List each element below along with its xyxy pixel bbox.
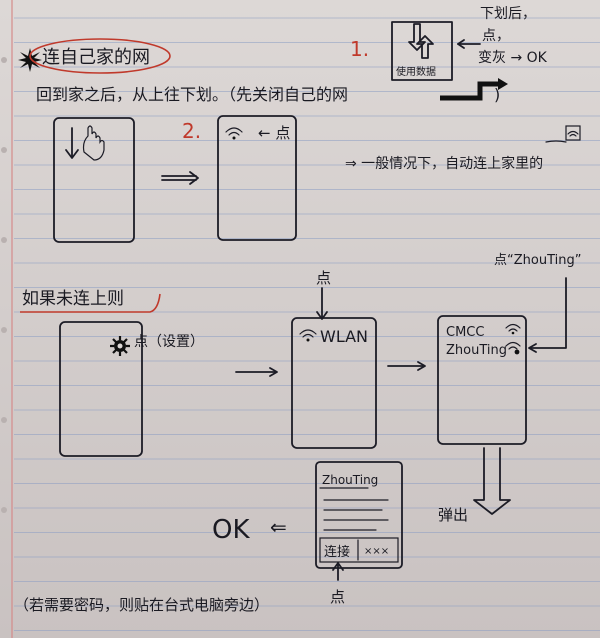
hand-icon: [82, 125, 105, 161]
zhouting-lock-wifi-icon: [505, 341, 521, 355]
step1-note-line3: 变灰 → OK: [478, 50, 548, 66]
network-cmcc: CMCC: [446, 325, 484, 340]
phone-2: [217, 115, 297, 241]
thick-arrow-head: [498, 78, 508, 90]
wlan-wifi-icon: [299, 329, 317, 342]
dialog-password-lines: [323, 499, 389, 531]
mobile-data-tile: [391, 21, 453, 81]
intro-text: 回到家之后，从上往下划。（先关闭自己的网: [36, 85, 348, 104]
phone-3: [59, 321, 143, 457]
phone-5: [437, 315, 527, 445]
dialog-title: ZhouTing: [322, 473, 378, 487]
step1-note-line2: 点，: [482, 28, 510, 44]
mobile-data-label: 使用数据: [396, 65, 436, 78]
dialog-phone: [315, 461, 403, 569]
network-zhouting: ZhouTing: [446, 343, 507, 358]
wlan-label: WLAN: [320, 327, 368, 346]
popup-label: 弹出: [438, 506, 468, 524]
step2-tap-label: ← 点: [258, 124, 290, 142]
ruled-lines: [14, 17, 600, 631]
network-tap-arrow: [529, 277, 567, 349]
data-up-arrow-icon: [408, 23, 426, 51]
cmcc-wifi-icon: [505, 323, 521, 335]
flow-arrow-1-head: [189, 171, 199, 185]
thick-arrow: [440, 81, 502, 101]
tap-arrow-1-head: [457, 39, 465, 49]
step2-number: 2.: [182, 119, 201, 143]
swipe-down-arrow-icon: [65, 149, 79, 159]
result-curve: [545, 140, 567, 143]
connect-tap-label: 点: [330, 588, 345, 606]
settings-tap-label: 点（设置）: [134, 334, 204, 350]
home-wifi-icon: [565, 125, 581, 141]
gear-icon: [110, 336, 130, 356]
ok-label: OK: [212, 515, 250, 545]
step1-number: 1.: [350, 37, 369, 61]
wifi-icon: [225, 127, 243, 140]
ok-arrow: ⇐: [270, 515, 287, 539]
popup-down-arrow-icon: [473, 447, 511, 515]
data-down-arrow-icon: [416, 35, 434, 59]
network-tap-label: 点“ZhouTing”: [494, 253, 581, 268]
phone-1: [53, 117, 135, 243]
phone-4: [291, 317, 377, 449]
wlan-tap-label: 点: [316, 269, 331, 287]
step1-note-line1: 下划后，: [480, 6, 536, 22]
intro-close-paren: ): [494, 85, 500, 104]
title-circle: [29, 38, 171, 74]
cancel-button[interactable]: ×××: [364, 546, 389, 557]
fallback-underline: [20, 293, 161, 313]
fallback-title: 如果未连上则: [22, 289, 124, 309]
dialog-button-bar: [319, 537, 399, 563]
binding-holes: [1, 57, 7, 513]
connect-button[interactable]: 连接: [324, 544, 350, 560]
star-icon: [18, 48, 42, 72]
footnote: （若需要密码，则贴在台式电脑旁边）: [14, 596, 269, 614]
step2-result: ⇒ 一般情况下，自动连上家里的: [345, 155, 543, 172]
page-title: 连自己家的网: [42, 47, 150, 68]
